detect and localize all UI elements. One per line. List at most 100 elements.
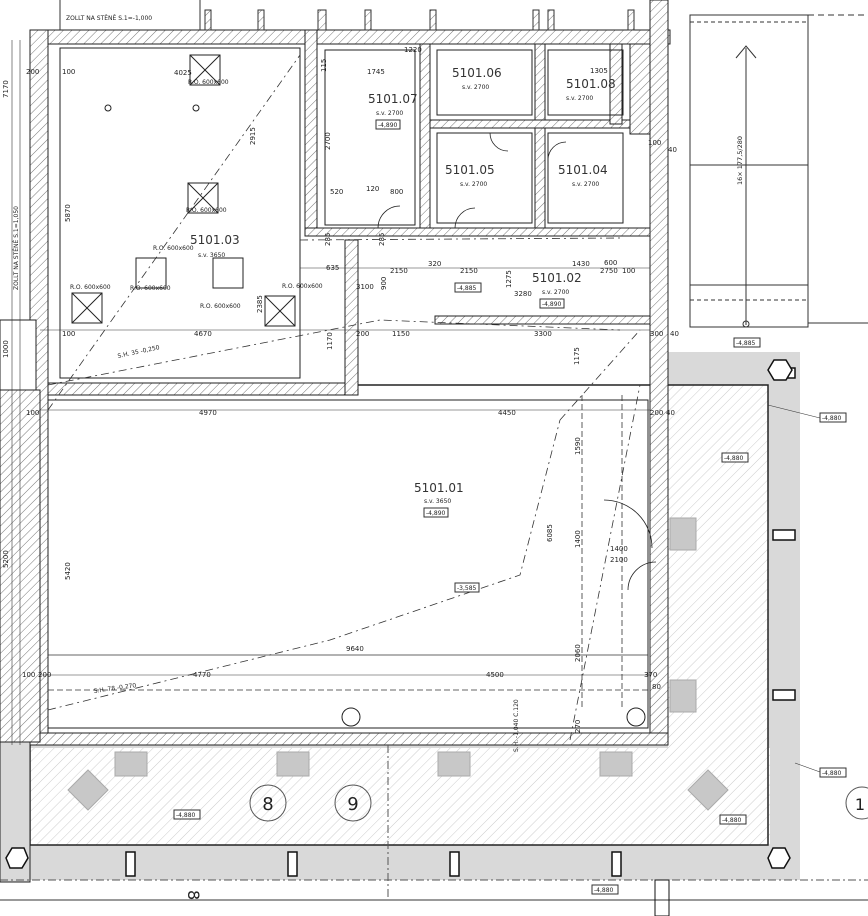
svg-text:5101.08: 5101.08 (566, 77, 616, 91)
svg-text:5101.04: 5101.04 (558, 163, 608, 177)
svg-text:100: 100 (622, 267, 635, 275)
svg-text:R.O. 600x600: R.O. 600x600 (186, 207, 227, 214)
grid-axis-9: 9 (347, 794, 358, 815)
svg-text:200: 200 (38, 671, 51, 679)
terrace-pads (67, 517, 729, 811)
svg-text:2385: 2385 (256, 295, 264, 313)
svg-text:2750: 2750 (600, 267, 618, 275)
svg-text:1275: 1275 (505, 270, 513, 288)
svg-text:40: 40 (670, 330, 679, 338)
svg-text:-4,880: -4,880 (822, 415, 842, 422)
room-outlines (47, 47, 649, 729)
main-dimensions: 4970 4450 9640 4770 4500 5420 5200 1590 … (2, 409, 675, 733)
svg-text:4770: 4770 (193, 671, 211, 679)
svg-text:40: 40 (668, 146, 677, 154)
svg-text:2915: 2915 (249, 127, 257, 145)
svg-text:80: 80 (652, 683, 661, 691)
dimension-lines (11, 40, 650, 745)
svg-text:R.O. 600x600: R.O. 600x600 (188, 79, 229, 86)
svg-text:5101.01: 5101.01 (414, 481, 464, 495)
svg-text:285: 285 (324, 233, 332, 246)
svg-text:7170: 7170 (2, 80, 10, 98)
slope-lines (47, 54, 648, 741)
svg-text:4970: 4970 (199, 409, 217, 417)
svg-text:1400: 1400 (610, 545, 628, 553)
svg-text:200: 200 (356, 330, 369, 338)
svg-text:S.H. 35 -0,250: S.H. 35 -0,250 (117, 344, 161, 360)
svg-text:s.v. 2700: s.v. 2700 (460, 181, 487, 188)
svg-text:R.O. 600x600: R.O. 600x600 (70, 284, 111, 291)
svg-text:3280: 3280 (514, 290, 532, 298)
svg-text:2150: 2150 (460, 267, 478, 275)
svg-text:900: 900 (380, 277, 388, 290)
svg-text:s.v. 3650: s.v. 3650 (198, 252, 225, 259)
svg-text:4450: 4450 (498, 409, 516, 417)
svg-text:s.v. 2700: s.v. 2700 (572, 181, 599, 188)
svg-text:600: 600 (604, 259, 617, 267)
level-tag-top: ZOLLT NA STĚNĚ S.1=-1,000 (66, 14, 152, 22)
svg-text:520: 520 (330, 188, 343, 196)
svg-text:635: 635 (326, 264, 339, 272)
svg-text:5200: 5200 (2, 550, 10, 568)
svg-text:4025: 4025 (174, 69, 192, 77)
svg-text:5101.07: 5101.07 (368, 92, 418, 106)
svg-text:3300: 3300 (534, 330, 552, 338)
svg-text:-4,880: -4,880 (722, 817, 742, 824)
svg-text:-4,880: -4,880 (822, 770, 842, 777)
doors (377, 132, 657, 591)
svg-text:-4,890: -4,890 (542, 301, 562, 308)
stair-label: 16× 177,5/280 (736, 136, 744, 185)
svg-text:100: 100 (62, 330, 75, 338)
svg-text:320: 320 (428, 260, 441, 268)
svg-text:-4,880: -4,880 (724, 455, 744, 462)
svg-text:4500: 4500 (486, 671, 504, 679)
terrace-hatch-bottom (30, 748, 770, 845)
svg-text:1430: 1430 (572, 260, 590, 268)
svg-text:100: 100 (26, 409, 39, 417)
svg-text:1305: 1305 (590, 67, 608, 75)
svg-text:-3,585: -3,585 (457, 585, 477, 592)
svg-text:5870: 5870 (64, 204, 72, 222)
top-strip: ZOLLT NA STĚNĚ S.1=-1,000 (59, 0, 635, 31)
svg-text:R.O. 600x600: R.O. 600x600 (282, 283, 323, 290)
svg-text:-4,890: -4,890 (378, 122, 398, 129)
svg-text:285: 285 (378, 233, 386, 246)
svg-text:1400: 1400 (574, 530, 582, 548)
svg-text:200: 200 (26, 68, 39, 76)
svg-text:800: 800 (390, 188, 403, 196)
equipment-symbols (71, 54, 296, 327)
svg-text:100: 100 (648, 139, 661, 147)
svg-text:ZOLLT NA STĚNĚ S.1=1,050: ZOLLT NA STĚNĚ S.1=1,050 (12, 206, 20, 290)
grid-axes: 8 9 1 8 (0, 745, 868, 916)
level-tags: -4,880 -4,880 -4,880 -4,880 -4,880 -4,88… (173, 282, 847, 895)
svg-text:1590: 1590 (574, 437, 582, 455)
posts (5, 359, 796, 877)
svg-text:5101.06: 5101.06 (452, 66, 502, 80)
svg-text:2700: 2700 (324, 132, 332, 150)
stair-panel: 16× 177,5/280 (689, 14, 868, 328)
svg-text:-4,880: -4,880 (176, 812, 196, 819)
svg-text:1170: 1170 (326, 332, 334, 350)
svg-text:5101.02: 5101.02 (532, 271, 582, 285)
svg-text:1220: 1220 (404, 46, 422, 54)
svg-text:40: 40 (666, 409, 675, 417)
svg-text:115: 115 (320, 59, 328, 72)
svg-text:100: 100 (62, 68, 75, 76)
svg-text:370: 370 (644, 671, 657, 679)
svg-text:2150: 2150 (390, 267, 408, 275)
svg-text:-4,885: -4,885 (457, 285, 477, 292)
svg-text:R.O. 600x600: R.O. 600x600 (153, 245, 194, 252)
svg-text:9640: 9640 (346, 645, 364, 653)
svg-text:s.v. 2700: s.v. 2700 (542, 289, 569, 296)
svg-text:300: 300 (650, 330, 663, 338)
equipment-labels: R.O. 600x600 R.O. 600x600 R.O. 600x600 R… (70, 79, 323, 310)
svg-text:S.H. 78 -0,270: S.H. 78 -0,270 (93, 682, 137, 695)
svg-text:R.O. 600x600: R.O. 600x600 (200, 303, 241, 310)
svg-text:2100: 2100 (610, 556, 628, 564)
svg-text:s.v. 2700: s.v. 2700 (376, 110, 403, 117)
svg-text:5101.03: 5101.03 (190, 233, 240, 247)
svg-text:1175: 1175 (573, 347, 581, 365)
svg-text:1745: 1745 (367, 68, 385, 76)
svg-text:270: 270 (574, 720, 582, 733)
svg-text:120: 120 (366, 185, 379, 193)
